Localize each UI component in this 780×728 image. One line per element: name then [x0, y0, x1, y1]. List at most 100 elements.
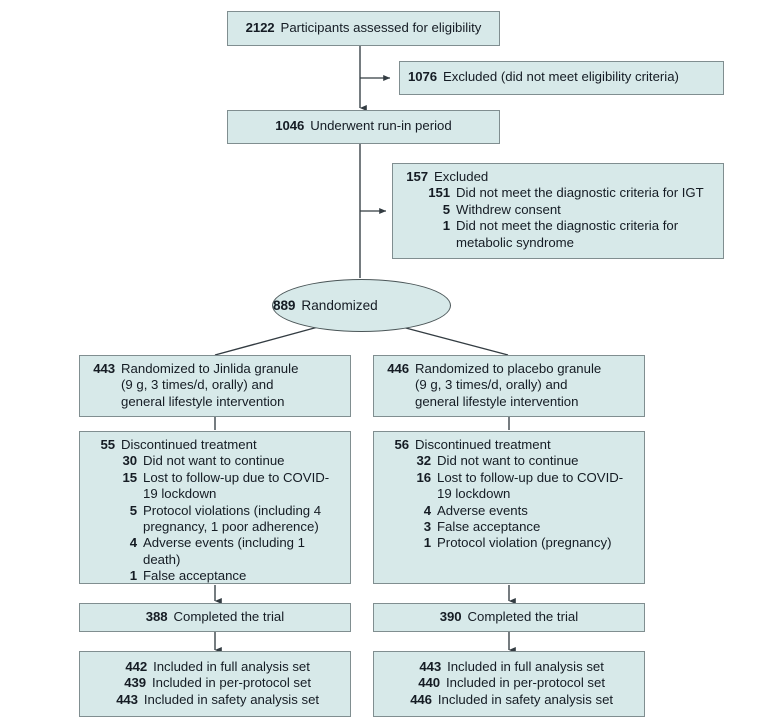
node-excluded-after-run-in: 157 Excluded 151 Did not meet the diagno…	[392, 163, 724, 259]
completed-jinlida-count: 388	[145, 608, 168, 624]
discontinued-placebo-item-label: Lost to follow-up due to COVID-19 lockdo…	[437, 469, 624, 502]
excluded-run-in-item-count: 151	[428, 185, 450, 201]
completed-placebo-row: 390 Completed the trial	[440, 609, 578, 625]
discontinued-jinlida-item-count: 4	[129, 535, 137, 551]
allocation-placebo-row: 446 Randomized to placebo granule (9 g, …	[382, 361, 636, 410]
analysis-jinlida-item-count: 442	[125, 658, 148, 674]
allocation-placebo-line: Randomized to placebo granule	[415, 360, 602, 376]
allocation-placebo-line: general lifestyle intervention	[415, 393, 579, 409]
node-allocation-jinlida: 443 Randomized to Jinlida granule (9 g, …	[79, 355, 351, 417]
discontinued-jinlida-count: 55	[100, 437, 116, 452]
completed-placebo-label: Completed the trial	[467, 608, 579, 624]
discontinued-placebo-item-count: 1	[423, 535, 431, 551]
analysis-placebo-item-count: 443	[419, 658, 442, 674]
discontinued-placebo-item: 1 Protocol violation (pregnancy)	[404, 535, 636, 551]
discontinued-placebo-item-label: False acceptance	[437, 519, 541, 535]
assessed-count: 2122	[245, 19, 275, 35]
discontinued-placebo-item: 16 Lost to follow-up due to COVID-19 loc…	[404, 470, 636, 503]
node-completed-jinlida: 388 Completed the trial	[79, 603, 351, 632]
allocation-jinlida-label: Randomized to Jinlida granule (9 g, 3 ti…	[115, 361, 342, 410]
discontinued-jinlida-item-count: 5	[129, 502, 137, 518]
discontinued-placebo-item: 32 Did not want to continue	[404, 453, 636, 469]
node-discontinued-placebo: 56 Discontinued treatment 32 Did not wan…	[373, 431, 645, 584]
discontinued-placebo-item-count: 4	[423, 502, 431, 518]
excluded-run-in-item-count: 1	[442, 218, 450, 234]
discontinued-placebo-row: 56 Discontinued treatment	[382, 437, 636, 453]
discontinued-jinlida-item: 1 False acceptance	[110, 568, 342, 584]
node-allocation-placebo: 446 Randomized to placebo granule (9 g, …	[373, 355, 645, 417]
excluded-run-in-item: 1 Did not meet the diagnostic criteria f…	[423, 218, 715, 251]
analysis-placebo-item-count: 440	[418, 675, 440, 691]
analysis-jinlida-item-label: Included in per-protocol set	[151, 675, 312, 691]
run-in-row: 1046 Underwent run-in period	[275, 118, 451, 134]
analysis-placebo-item: 440 Included in per-protocol set	[413, 675, 605, 691]
allocation-jinlida-line: general lifestyle intervention	[121, 393, 285, 409]
randomized-label: Randomized	[301, 298, 378, 313]
discontinued-jinlida-item-count: 30	[122, 453, 138, 469]
excluded-eligibility-row: 1076 Excluded (did not meet eligibility …	[408, 69, 679, 85]
excluded-run-in-item-label: Did not meet the diagnostic criteria for…	[456, 185, 704, 201]
analysis-jinlida-item-count: 443	[116, 691, 138, 707]
node-completed-placebo: 390 Completed the trial	[373, 603, 645, 632]
discontinued-jinlida-item-label: Protocol violations (including 4 pregnan…	[143, 502, 322, 535]
excluded-run-in-item-count: 5	[442, 201, 450, 217]
analysis-placebo-item-count: 446	[410, 691, 432, 707]
node-excluded-eligibility: 1076 Excluded (did not meet eligibility …	[399, 61, 724, 95]
excluded-run-in-count: 157	[406, 169, 428, 184]
analysis-jinlida-item: 443 Included in safety analysis set	[111, 692, 319, 708]
discontinued-jinlida-item: 15 Lost to follow-up due to COVID-19 loc…	[110, 470, 342, 503]
analysis-placebo-item: 446 Included in safety analysis set	[405, 692, 613, 708]
discontinued-jinlida-item: 4 Adverse events (including 1 death)	[110, 535, 342, 568]
node-analysis-sets-jinlida: 442 Included in full analysis set 439 In…	[79, 651, 351, 717]
analysis-jinlida-item: 439 Included in per-protocol set	[119, 675, 311, 691]
discontinued-placebo-item-count: 32	[416, 453, 432, 469]
analysis-jinlida-item-label: Included in full analysis set	[153, 658, 310, 674]
excluded-run-in-label: Excluded	[434, 169, 489, 184]
analysis-jinlida-item-label: Included in safety analysis set	[143, 691, 320, 707]
discontinued-placebo-item-label: Did not want to continue	[437, 453, 579, 469]
discontinued-jinlida-item-count: 1	[129, 568, 137, 584]
discontinued-placebo-label: Discontinued treatment	[415, 437, 551, 452]
run-in-count: 1046	[275, 118, 305, 134]
excluded-run-in-item-label: Did not meet the diagnostic criteria for…	[456, 218, 679, 250]
discontinued-jinlida-item-label: Adverse events (including 1 death)	[143, 535, 306, 567]
completed-jinlida-row: 388 Completed the trial	[146, 609, 284, 625]
discontinued-jinlida-item: 30 Did not want to continue	[110, 453, 342, 469]
analysis-placebo-item: 443 Included in full analysis set	[414, 659, 604, 675]
analysis-placebo-item-label: Included in per-protocol set	[445, 675, 606, 691]
discontinued-jinlida-item-label: Did not want to continue	[143, 453, 285, 469]
analysis-jinlida-item-count: 439	[124, 675, 146, 691]
discontinued-placebo-item-label: Protocol violation (pregnancy)	[437, 535, 612, 551]
assessed-label: Participants assessed for eligibility	[280, 19, 482, 35]
discontinued-jinlida-item: 5 Protocol violations (including 4 pregn…	[110, 503, 342, 536]
allocation-jinlida-line: (9 g, 3 times/d, orally) and	[121, 377, 274, 393]
node-analysis-sets-placebo: 443 Included in full analysis set 440 In…	[373, 651, 645, 717]
discontinued-jinlida-item-label: False acceptance	[143, 568, 247, 584]
allocation-jinlida-row: 443 Randomized to Jinlida granule (9 g, …	[88, 361, 342, 410]
discontinued-placebo-item-count: 16	[416, 469, 432, 485]
completed-placebo-count: 390	[439, 608, 462, 624]
discontinued-jinlida-row: 55 Discontinued treatment	[88, 437, 342, 453]
discontinued-jinlida-label: Discontinued treatment	[121, 437, 257, 452]
allocation-jinlida-count: 443	[93, 360, 115, 376]
excluded-eligibility-count: 1076	[408, 69, 437, 85]
randomized-count: 889	[273, 298, 296, 313]
discontinued-jinlida-item-count: 15	[122, 469, 138, 485]
discontinued-placebo-item: 3 False acceptance	[404, 519, 636, 535]
allocation-placebo-label: Randomized to placebo granule (9 g, 3 ti…	[409, 361, 636, 410]
node-underwent-run-in: 1046 Underwent run-in period	[227, 110, 500, 144]
discontinued-placebo-item: 4 Adverse events	[404, 503, 636, 519]
node-assessed-for-eligibility: 2122 Participants assessed for eligibili…	[227, 11, 500, 46]
excluded-run-in-row: 157 Excluded	[401, 169, 715, 185]
discontinued-placebo-count: 56	[394, 437, 410, 452]
excluded-eligibility-label: Excluded (did not meet eligibility crite…	[442, 69, 679, 85]
excluded-run-in-item: 151 Did not meet the diagnostic criteria…	[423, 185, 715, 201]
assessed-row: 2122 Participants assessed for eligibili…	[246, 20, 482, 36]
discontinued-placebo-item-count: 3	[423, 519, 431, 535]
discontinued-jinlida-item-label: Lost to follow-up due to COVID-19 lockdo…	[143, 469, 330, 502]
excluded-run-in-item: 5 Withdrew consent	[423, 202, 715, 218]
run-in-label: Underwent run-in period	[310, 118, 452, 134]
analysis-placebo-item-label: Included in full analysis set	[447, 658, 604, 674]
analysis-jinlida-item: 442 Included in full analysis set	[120, 659, 310, 675]
